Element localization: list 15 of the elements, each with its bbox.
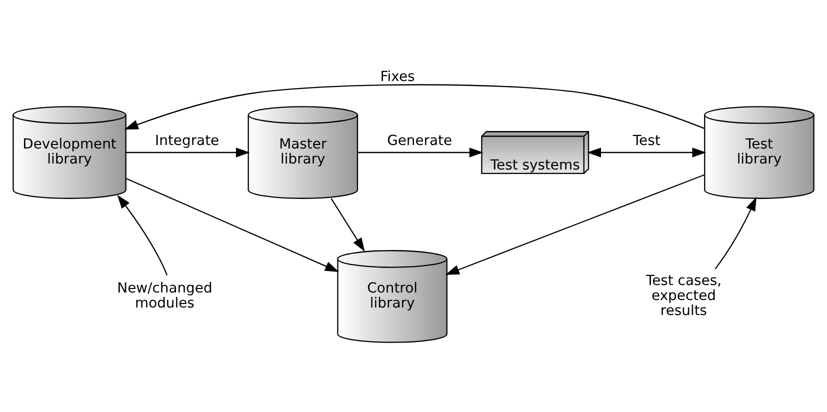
- arrow: [126, 178, 339, 272]
- edge-label: Integrate: [155, 133, 220, 150]
- edge-label: Test: [632, 133, 660, 150]
- node-text: New/changed modules: [117, 280, 212, 312]
- arrow: [445, 174, 704, 275]
- arrow: [714, 196, 756, 270]
- arrow: [117, 194, 168, 276]
- arrow: [358, 148, 484, 158]
- edge-label: Generate: [387, 133, 452, 150]
- arrow: [126, 148, 250, 158]
- node-text: Test cases, expected results: [646, 272, 722, 320]
- edge-label: Fixes: [380, 68, 415, 85]
- arrow: [330, 198, 365, 252]
- arrow: [587, 148, 706, 158]
- arrow: [124, 84, 705, 130]
